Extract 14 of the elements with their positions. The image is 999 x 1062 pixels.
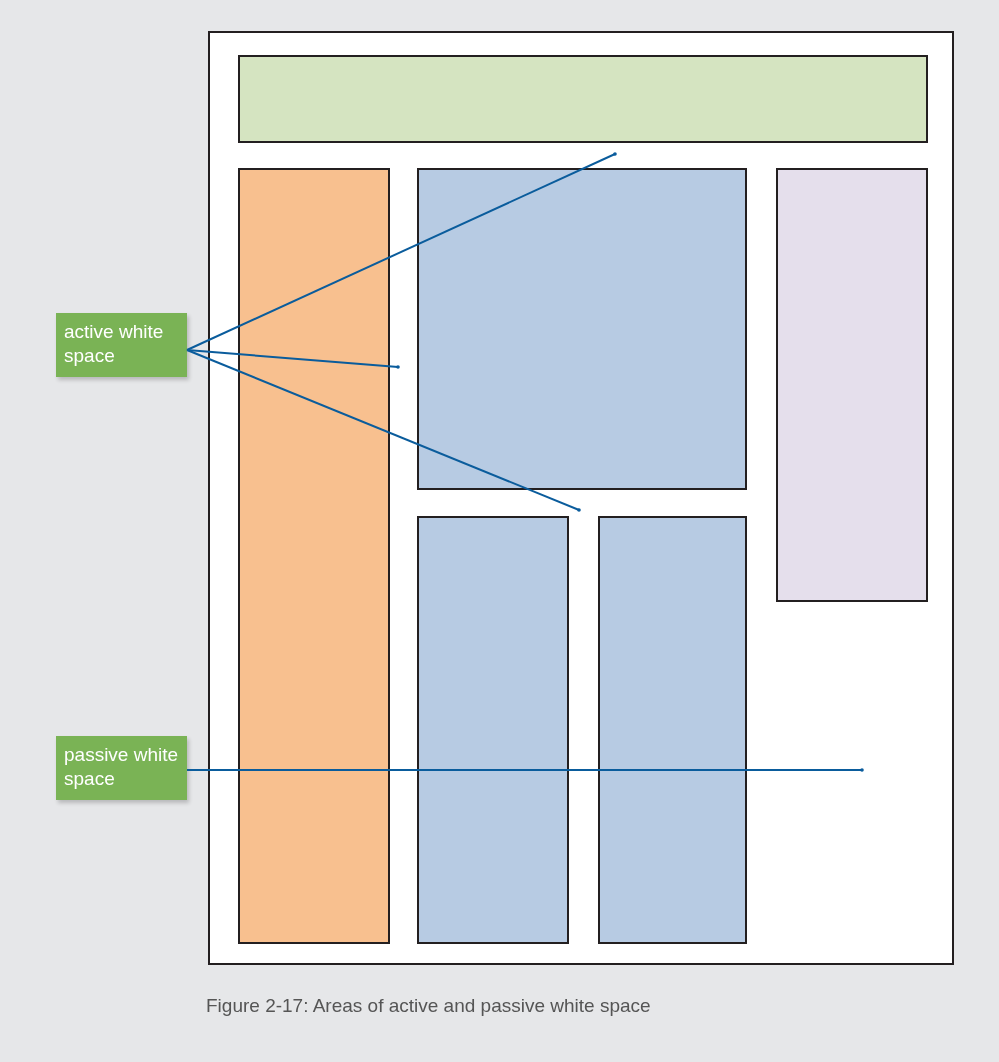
content-block bbox=[417, 168, 747, 490]
leader-line bbox=[186, 152, 617, 351]
sidebar-column bbox=[238, 168, 390, 944]
content-column bbox=[417, 516, 569, 944]
content-column bbox=[598, 516, 747, 944]
page-area bbox=[208, 31, 954, 965]
figure-caption: Figure 2-17: Areas of active and passive white space bbox=[206, 995, 651, 1017]
side-block bbox=[776, 168, 928, 602]
callout-label: passive white space bbox=[56, 736, 187, 800]
leader-line bbox=[186, 768, 864, 772]
leader-line bbox=[186, 349, 581, 512]
callout-label: active white space bbox=[56, 313, 187, 377]
leader-line bbox=[186, 349, 400, 369]
header-block bbox=[238, 55, 928, 143]
